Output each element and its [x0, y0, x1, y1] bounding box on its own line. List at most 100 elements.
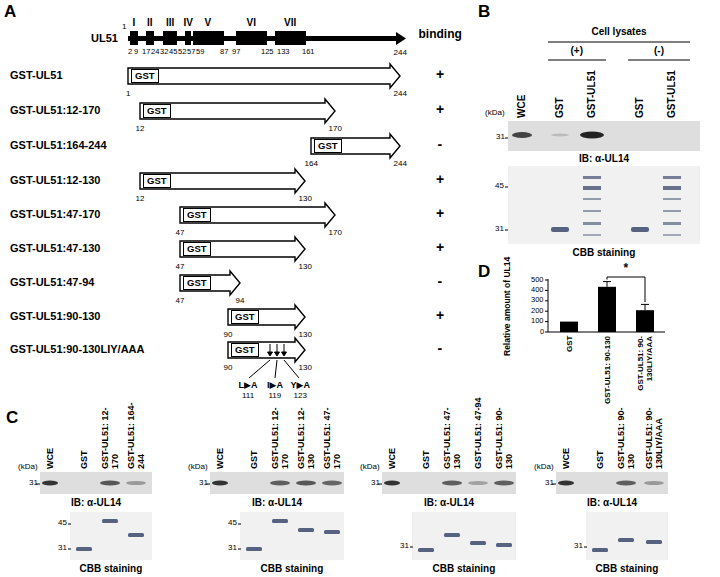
lane-label: GST-UL51: 90-130	[494, 397, 515, 469]
domain-number: VI	[247, 17, 256, 29]
marker-size: 31	[545, 478, 554, 487]
marker-size: 31	[495, 224, 504, 233]
construct-name: GST-UL51:47-130	[10, 242, 100, 255]
residue-number: 47	[176, 228, 185, 237]
lane-label: WCE	[387, 448, 397, 469]
lane-label: GST-UL51: 164-244	[126, 397, 147, 469]
lane-label: WCE	[215, 448, 225, 469]
marker-size: 31	[496, 132, 505, 141]
residue-number: 130	[299, 363, 312, 372]
tag-text: GST	[235, 344, 255, 356]
panel-letter: D	[478, 262, 490, 282]
marker-size: 31	[371, 478, 380, 487]
cbb-gels-c	[68, 512, 668, 560]
axis-tick: 100	[531, 317, 544, 326]
category-label: GST-UL51: 90-130LIY/AAA	[636, 336, 654, 408]
blot-label: IB: α-UL14	[579, 153, 629, 165]
construct-name: GST-UL51:12-130	[10, 174, 100, 187]
marker-size: 31	[58, 543, 67, 552]
residue-number: 161	[302, 48, 315, 57]
mutation-label: L▶A	[239, 380, 258, 390]
residue-number: 1	[122, 22, 126, 31]
residue-number: 94	[236, 296, 245, 305]
blot-label: IB: α-UL14	[252, 497, 302, 509]
residue-number: 90	[224, 330, 233, 339]
unit-label: (kDa)	[18, 462, 38, 471]
residue-number: 12	[136, 194, 145, 203]
lane-label: GST-UL51: 47-94	[473, 397, 483, 469]
domain-number: V	[205, 17, 212, 29]
panel-letter: B	[478, 2, 490, 22]
construct-name: GST-UL51:90-130	[10, 310, 100, 323]
lane-label: GST-UL51: 47-170	[322, 397, 343, 469]
blot-label: IB: α-UL14	[424, 497, 474, 509]
residue-number: 12	[136, 124, 145, 133]
marker-size: 31	[574, 541, 583, 550]
stain-label: CBB staining	[573, 247, 636, 259]
residue-number: 2	[128, 48, 132, 57]
residue-number: 90	[224, 363, 233, 372]
mutation-label: I▶A	[267, 380, 283, 390]
gst-tag-box: GST	[131, 69, 159, 83]
tag-text: GST	[187, 209, 207, 221]
tag-text: GST	[135, 70, 155, 82]
marker-size: 45	[228, 518, 237, 527]
lane-label: GST-UL51: 12-170	[270, 397, 291, 469]
panel-letter: C	[6, 408, 18, 428]
residue-number: 123	[294, 391, 307, 400]
group-label: (-)	[654, 45, 664, 57]
tag-text: GST	[147, 175, 167, 187]
significance-mark: *	[624, 262, 629, 276]
western-blots-c	[36, 472, 668, 494]
residue-number: 125	[261, 48, 274, 57]
residue-number: 47	[176, 262, 185, 271]
marker-size: 45	[495, 181, 504, 190]
residue-number: 130	[299, 262, 312, 271]
residue-number: 24	[151, 48, 159, 57]
axis-tick: 300	[531, 296, 544, 305]
stain-label: CBB staining	[596, 563, 659, 575]
lane-label: GST	[79, 450, 89, 469]
residue-number: 244	[394, 89, 407, 98]
residue-number: 111	[242, 391, 254, 400]
residue-number: 170	[329, 124, 342, 133]
residue-number: 244	[394, 48, 407, 57]
lane-label: GST-UL51: 47-130	[442, 397, 463, 469]
marker-size: 45	[58, 518, 67, 527]
construct-name: GST-UL51	[10, 69, 63, 82]
residue-number: 119	[269, 391, 282, 400]
tag-text: GST	[187, 243, 207, 255]
lane-label: GST-UL51: 90-130	[616, 397, 637, 469]
residue-number: 32	[160, 48, 168, 57]
ul51-domain-bar	[128, 31, 406, 45]
binding-result: -	[438, 340, 443, 356]
lane-label: GST-UL51	[586, 70, 598, 118]
binding-result: +	[436, 66, 444, 82]
marker-size: 31	[400, 541, 409, 550]
gst-tag-box: GST	[183, 208, 211, 222]
lane-label: WCE	[45, 448, 55, 469]
tag-text: GST	[187, 277, 207, 289]
gst-tag-box: GST	[183, 276, 211, 290]
blot-label: IB: α-UL14	[587, 497, 637, 509]
marker-size: 31	[199, 478, 208, 487]
axis-title: Relative amount of UL14	[503, 256, 513, 355]
binding-result: -	[438, 136, 443, 152]
stain-label: CBB staining	[80, 563, 143, 575]
lane-label: WCE	[561, 448, 571, 469]
residue-number: 130	[299, 330, 312, 339]
residue-number: 244	[394, 159, 407, 168]
construct-name: GST-UL51:47-94	[10, 276, 94, 289]
gst-tag-box: GST	[231, 310, 259, 324]
construct-name: GST-UL51:12-170	[10, 104, 100, 117]
domain-number: IV	[184, 17, 193, 29]
gst-tag-box: GST	[143, 174, 171, 188]
marker-size: 31	[29, 478, 38, 487]
tag-text: GST	[318, 140, 338, 152]
bar-chart	[545, 277, 665, 332]
group-label: Cell lysates	[592, 26, 647, 38]
residue-number: 164	[305, 159, 318, 168]
axis-tick: 500	[531, 276, 544, 285]
